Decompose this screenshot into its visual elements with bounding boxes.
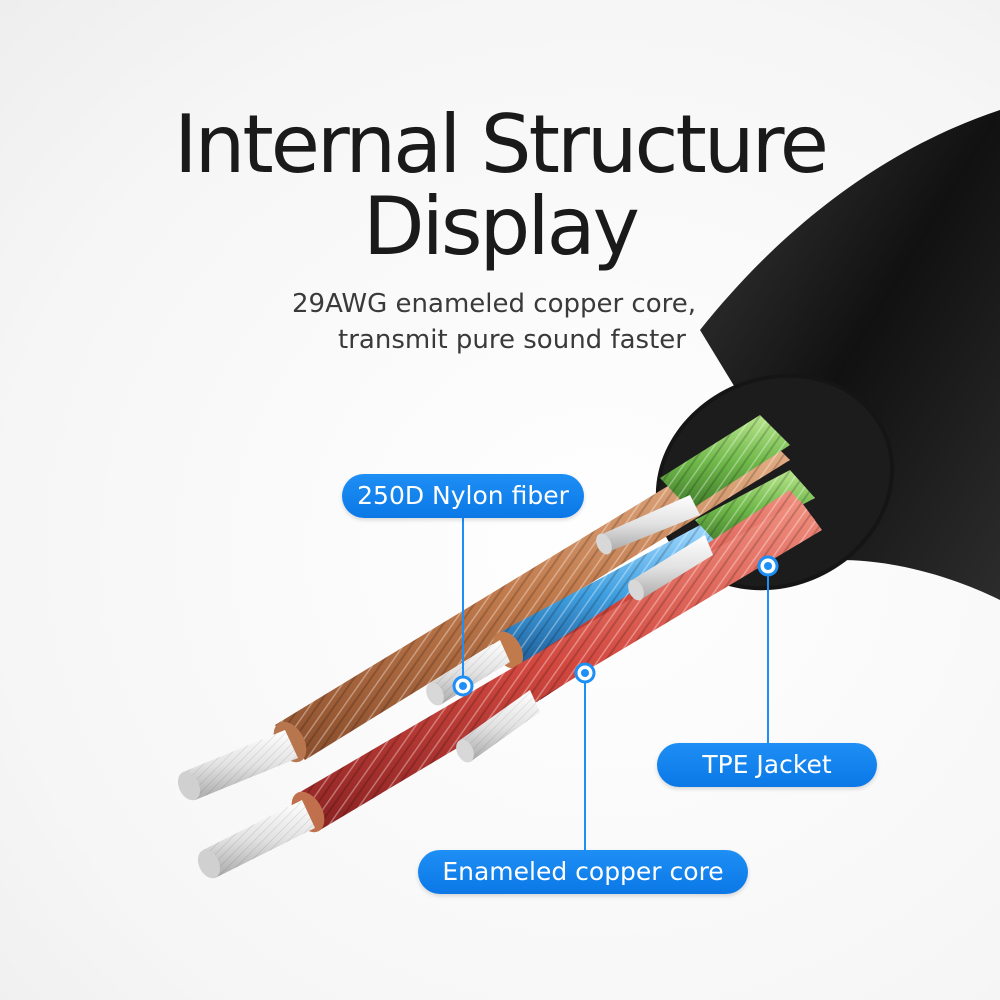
enameled-copper-core-label: Enameled copper core: [418, 850, 748, 894]
tpe-jacket-label: TPE Jacket: [657, 743, 877, 787]
red-strand-wire: [291, 490, 822, 833]
subtitle-line-2: transmit pure sound faster: [338, 325, 686, 355]
copper-pointer-dot: [574, 662, 596, 684]
title-line-1: Internal Structure: [174, 98, 829, 191]
green-strand-wire: [660, 415, 815, 548]
page-title: Internal Structure Display: [0, 104, 1000, 268]
callout-leader-lines: [462, 518, 769, 850]
subtitle-line-1: 29AWG enameled copper core,: [291, 289, 697, 319]
title-line-2: Display: [363, 180, 640, 273]
tpe-pointer-dot: [757, 555, 779, 577]
nylon-pointer-dot: [452, 675, 474, 697]
nylon-fiber-label: 250D Nylon fiber: [342, 474, 584, 518]
page-subtitle: 29AWG enameled copper core, transmit pur…: [0, 286, 1000, 358]
nylon-fiber-cores: [177, 495, 713, 879]
